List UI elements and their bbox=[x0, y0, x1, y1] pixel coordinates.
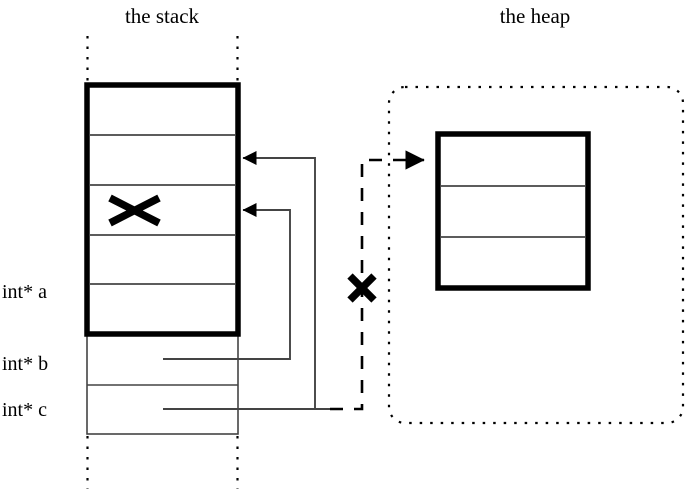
variable-label-c: int* c bbox=[2, 399, 47, 421]
heap-title: the heap bbox=[499, 4, 571, 28]
pointer-line-b bbox=[163, 202, 291, 360]
heap-region-boundary bbox=[387, 85, 685, 425]
variable-label-b: int* b bbox=[2, 353, 49, 375]
heap-box bbox=[435, 131, 591, 291]
stack-title: the stack bbox=[124, 4, 200, 28]
stack-box bbox=[84, 82, 241, 337]
stack-guide-dotted-top bbox=[86, 36, 239, 84]
variable-label-a: int* a bbox=[2, 281, 47, 303]
pointer-line-c-dashed bbox=[330, 150, 425, 411]
stack-variable-slots bbox=[86, 333, 239, 435]
stack-guide-dotted-bottom bbox=[86, 436, 239, 489]
cross-out-icon-stack-cell bbox=[108, 194, 161, 227]
cross-out-icon-heap-pointer bbox=[347, 273, 377, 303]
